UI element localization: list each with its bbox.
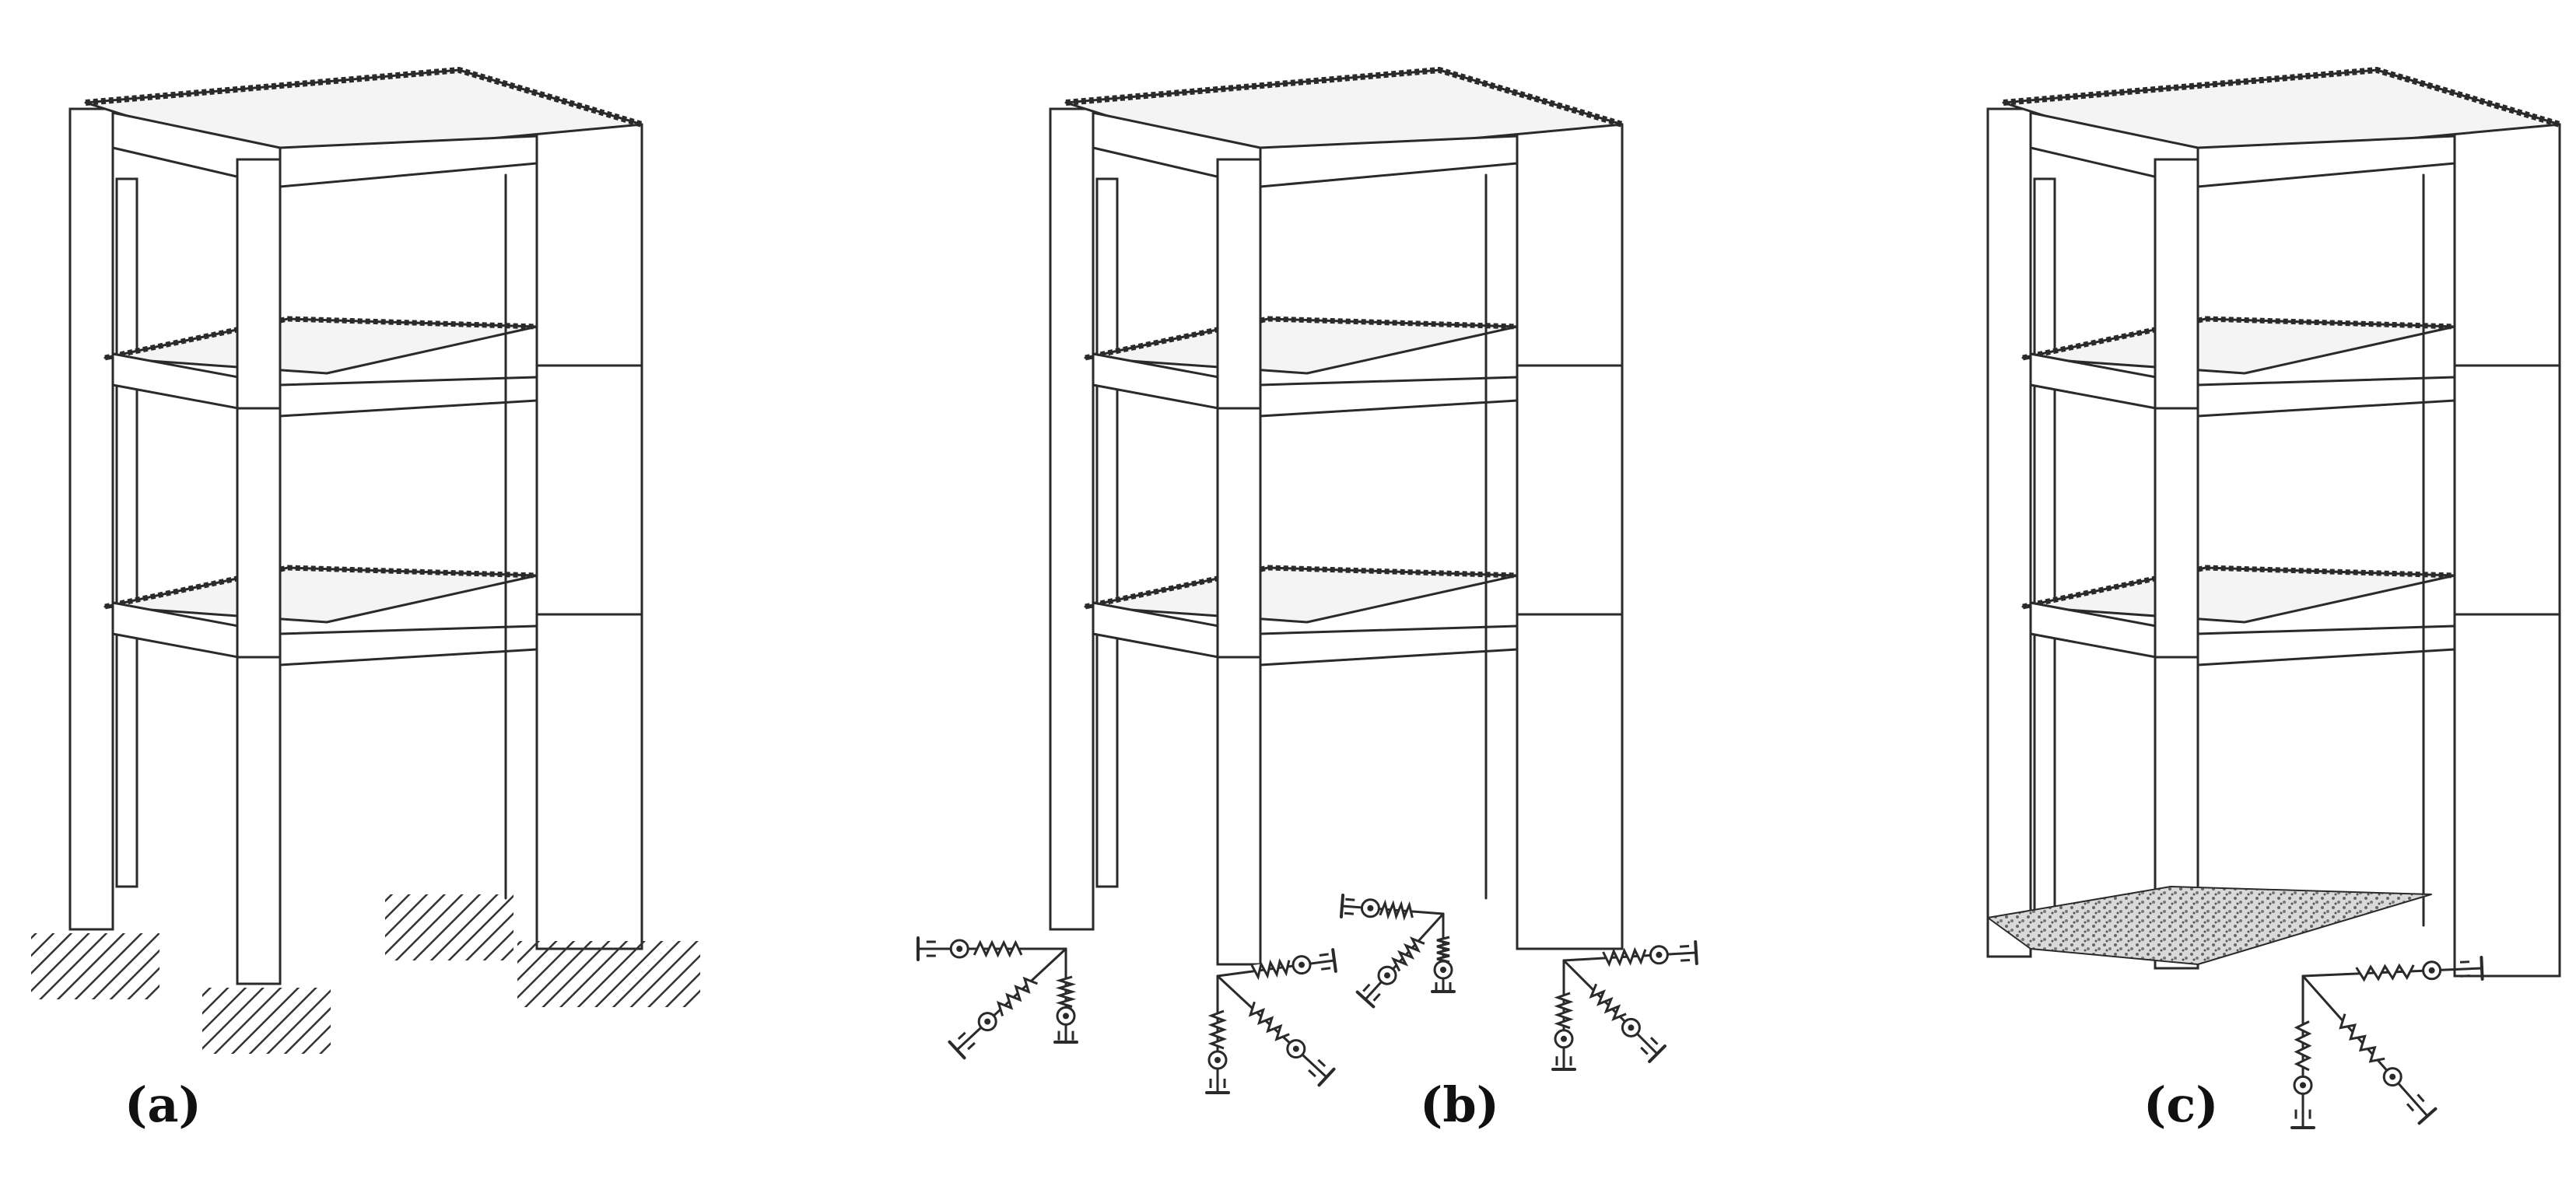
dashpot-icon: [1372, 992, 1381, 1002]
ground-mark: [2480, 956, 2484, 981]
first-floor-front-beam: [279, 624, 538, 666]
rotational-spring-core: [1561, 1035, 1567, 1042]
roof-slab-edge: [2003, 66, 2561, 128]
spring-icon: [2294, 1020, 2312, 1072]
dashpot-icon: [1362, 983, 1371, 992]
ground-mark: [1355, 990, 1376, 1009]
rotational-spring-core: [1628, 1024, 1635, 1031]
dashpot-icon: [2459, 960, 2470, 964]
back-column: [1095, 177, 1119, 888]
hatched-ground: [517, 941, 700, 1007]
spring-icon: [1055, 975, 1077, 1008]
left-column: [1986, 107, 2032, 958]
roof-slab-edge: [1065, 66, 1624, 128]
front-column: [1216, 158, 1262, 966]
second-floor-slab-edge: [1085, 316, 1518, 361]
spring-dashpot-support-mat: [2290, 956, 2484, 1129]
rotational-spring-core: [1367, 904, 1374, 911]
hatched-ground: [31, 933, 159, 999]
dashpot-icon: [1308, 1069, 1316, 1078]
second-floor-front-beam: [2196, 376, 2456, 418]
rotational-spring-core: [956, 946, 963, 952]
spring-icon: [1436, 936, 1450, 964]
ground-mark: [2417, 1107, 2438, 1125]
rotational-spring-core: [1384, 972, 1390, 979]
ground-mark: [1339, 894, 1345, 918]
spring-icon: [973, 939, 1023, 958]
rotational-spring-core: [2428, 967, 2435, 974]
ground-mark: [1694, 940, 1698, 965]
ground-mark: [1648, 1044, 1667, 1063]
spring-icon: [2355, 963, 2415, 982]
rotational-spring-core: [2300, 1082, 2306, 1089]
first-floor-front-beam: [2196, 624, 2456, 666]
hatched-ground: [385, 894, 513, 960]
front-column: [236, 158, 282, 985]
rotational-spring-core: [1214, 1057, 1221, 1063]
front-column: [2154, 158, 2199, 970]
first-floor-front-beam: [1259, 624, 1519, 666]
dashpot-icon: [2406, 1103, 2415, 1112]
spring-icon: [1207, 1009, 1228, 1050]
first-floor-slab-edge: [104, 565, 538, 610]
panel-label-c: (c): [2143, 1076, 2219, 1133]
fixed-ground-supports: [31, 894, 700, 1054]
rotational-spring-core: [1656, 951, 1663, 958]
dashpot-icon: [1679, 945, 1690, 948]
rotational-spring-core: [2389, 1073, 2396, 1080]
spring-icon: [1390, 936, 1425, 972]
ground-mark: [1317, 1067, 1336, 1087]
rotational-spring-core: [1299, 961, 1305, 968]
dashpot-icon: [1640, 1046, 1649, 1055]
ground-mark: [1331, 948, 1337, 973]
back-column: [115, 177, 138, 888]
dashpot-icon: [1319, 953, 1329, 957]
spring-icon: [996, 976, 1038, 1016]
panel-label-a: (a): [124, 1076, 202, 1133]
right-shear-wall: [535, 123, 643, 950]
spring-icon: [2339, 1013, 2385, 1063]
dashpot-icon: [1345, 897, 1355, 901]
mat-foundation-gravel: [1987, 886, 2432, 965]
first-floor-slab-edge: [1085, 565, 1518, 610]
rotational-spring-core: [1063, 1013, 1069, 1020]
dashpot-icon: [2460, 974, 2470, 978]
right-shear-wall: [1516, 123, 1624, 950]
roof-slab-edge: [85, 66, 643, 128]
spring-dashpot-supports-individual: [916, 894, 1698, 1094]
spring-icon: [1589, 983, 1627, 1021]
spring-icon: [1379, 899, 1414, 922]
left-column: [1049, 107, 1095, 931]
dashpot-icon: [967, 1041, 976, 1051]
hatched-ground: [202, 988, 331, 1054]
second-floor-front-beam: [1259, 376, 1519, 418]
ground-mark: [948, 1040, 966, 1060]
spring-icon: [1250, 958, 1291, 981]
panel-label-b: (b): [1420, 1076, 1500, 1133]
first-floor-slab-edge: [2022, 565, 2455, 610]
rotational-spring-core: [1440, 967, 1446, 973]
spring-icon: [1554, 992, 1574, 1030]
back-column: [2033, 177, 2056, 915]
spring-icon: [1602, 946, 1647, 967]
dashpot-icon: [957, 1031, 966, 1041]
building-frame-fixed-base: [68, 66, 643, 985]
dashpot-icon: [1344, 911, 1355, 915]
spring-icon: [1248, 1001, 1290, 1041]
second-floor-slab-edge: [104, 316, 538, 361]
second-floor-front-beam: [279, 376, 538, 418]
building-frame-mat-foundation: [1986, 66, 2561, 978]
rotational-spring-core: [1292, 1045, 1299, 1052]
left-column: [68, 107, 114, 931]
dashpot-icon: [1649, 1037, 1659, 1045]
dashpot-icon: [1317, 1058, 1327, 1068]
building-frame-individual-footings: [1049, 66, 1624, 966]
dashpot-icon: [1320, 967, 1331, 971]
rotational-spring-core: [984, 1018, 991, 1025]
right-shear-wall: [2453, 123, 2561, 978]
second-floor-slab-edge: [2022, 316, 2455, 361]
dashpot-icon: [2417, 1093, 2425, 1103]
